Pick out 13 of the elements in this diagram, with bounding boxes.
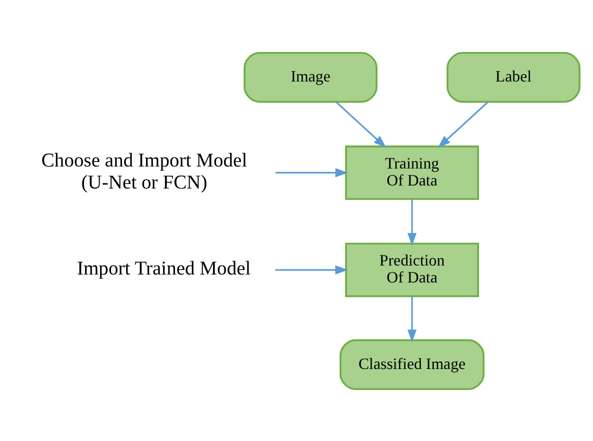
node-box: Prediction Of Data: [345, 242, 479, 297]
arrow: [408, 198, 417, 246]
arrow: [275, 264, 348, 274]
node-text: Import Trained Model: [76, 258, 251, 280]
node-box: Training Of Data: [345, 145, 479, 200]
arrow: [276, 168, 348, 177]
node-text: Choose and Import Model (U-Net or FCN): [41, 150, 248, 193]
node-box: Classified Image: [340, 338, 484, 390]
arrow: [336, 100, 386, 148]
arrow: [408, 296, 417, 342]
node-box: Image: [244, 51, 378, 102]
node-box: Label: [446, 51, 580, 102]
arrow: [438, 100, 488, 148]
